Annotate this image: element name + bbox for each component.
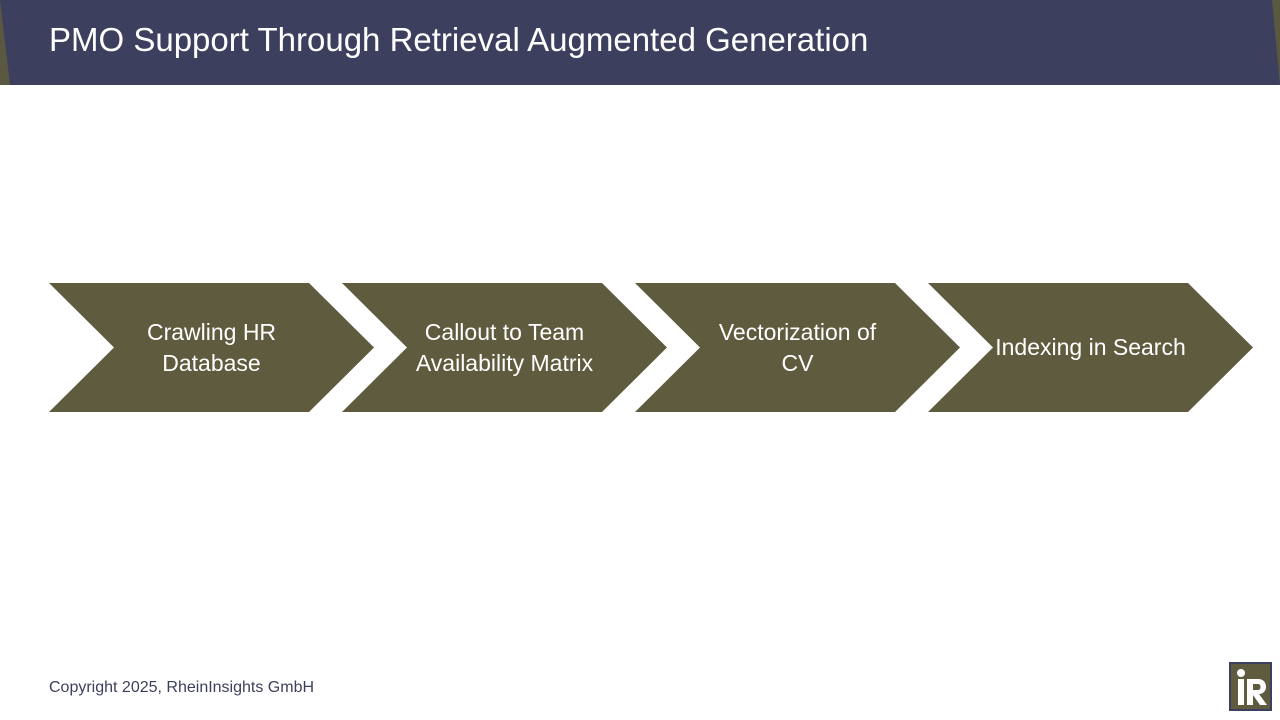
process-step-label: Callout to Team Availability Matrix (415, 318, 594, 376)
process-step-label: Indexing in Search (995, 334, 1186, 360)
process-step-2: Callout to Team Availability Matrix (342, 283, 667, 412)
copyright-footer: Copyright 2025, RheinInsights GmbH (49, 679, 315, 696)
process-step-3: Vectorization of CV (635, 283, 960, 412)
header-accent-right (1272, 0, 1280, 85)
slide-title: PMO Support Through Retrieval Augmented … (49, 21, 869, 58)
header-accent-left (0, 0, 10, 85)
title-bar: PMO Support Through Retrieval Augmented … (0, 0, 1280, 85)
process-step-label: Vectorization of CV (718, 318, 877, 376)
process-step-4: Indexing in Search (928, 283, 1253, 412)
rheininsights-logo-icon (1229, 662, 1272, 711)
process-step-label: Crawling HR Database (146, 318, 277, 376)
process-step-1: Crawling HR Database (49, 283, 374, 412)
